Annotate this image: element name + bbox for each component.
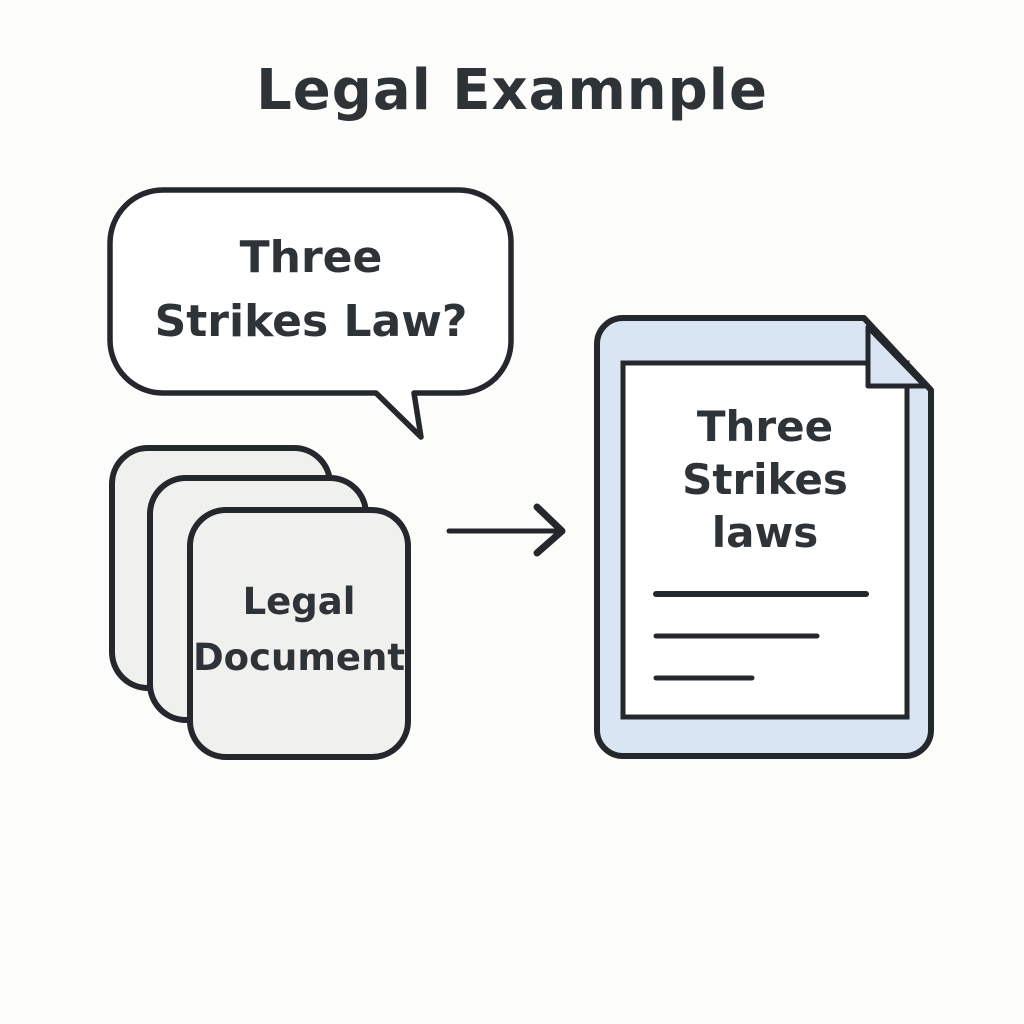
document-stack-label: Legal Document xyxy=(190,574,408,686)
result-document-title: Three Strikes laws xyxy=(622,400,908,559)
arrow-right-icon xyxy=(446,503,566,557)
result-document-line-1: Three xyxy=(696,402,834,451)
speech-bubble-line-1: Three xyxy=(239,232,383,283)
result-document-line-2: Strikes xyxy=(682,455,848,504)
result-document-line-3: laws xyxy=(711,508,819,557)
stack-label-line-1: Legal xyxy=(242,580,356,623)
stack-label-line-2: Document xyxy=(192,636,406,679)
speech-bubble-line-2: Strikes Law? xyxy=(154,296,468,347)
diagram-title: Legal Examnple xyxy=(256,58,768,123)
speech-bubble-text: Three Strikes Law? xyxy=(110,226,512,354)
speech-bubble-shape xyxy=(107,187,514,440)
result-document-fold-corner-icon xyxy=(865,324,928,389)
result-document-page xyxy=(620,360,910,720)
result-document-text-rules xyxy=(653,591,869,681)
stack-card-front-icon xyxy=(187,507,411,760)
